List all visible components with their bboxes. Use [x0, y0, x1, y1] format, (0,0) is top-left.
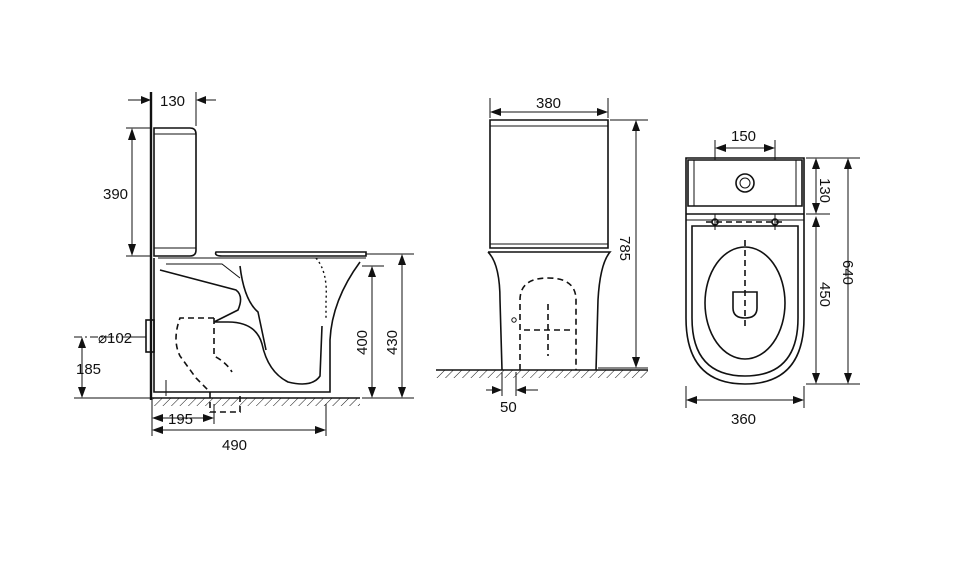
top-cistern [687, 159, 803, 207]
dim-hole-spacing: 150 [731, 128, 756, 145]
front-cistern [489, 119, 609, 249]
dim-bowl-length: 450 [816, 282, 833, 307]
dim-overall-length: 640 [839, 260, 856, 285]
front-pedestal [487, 251, 612, 371]
side-outlet-dashed-2 [213, 318, 233, 373]
side-rim-curve [239, 265, 267, 351]
floor-hatch [152, 398, 360, 406]
top-bowl-opening [704, 246, 786, 360]
dim-bowl-height: 430 [384, 330, 401, 355]
dim-front-height: 785 [616, 236, 633, 261]
dim-tank-depth: 130 [160, 93, 185, 110]
top-outline [685, 157, 805, 385]
dim-front-width: 380 [536, 95, 561, 112]
side-outlet-pipe [145, 319, 155, 353]
top-view: 150 130 450 640 360 [685, 128, 860, 428]
flush-button [735, 173, 755, 193]
dim-outlet-offset: 195 [168, 411, 193, 428]
dim-outlet-diameter: ⌀102 [98, 330, 132, 347]
side-seat [214, 251, 367, 257]
dim-tank-height: 390 [103, 186, 128, 203]
side-flush-dotted [315, 257, 327, 318]
dim-overall-width: 360 [731, 411, 756, 428]
side-outlet-dashed [175, 317, 241, 413]
side-trap [159, 269, 323, 385]
side-cistern [153, 127, 197, 257]
dim-outlet-height: 185 [76, 361, 101, 378]
dim-foot-offset: 50 [500, 399, 517, 416]
front-floor-hatch [436, 370, 648, 378]
top-drain [732, 291, 758, 319]
side-inner-rim [166, 263, 241, 279]
dim-seat-height: 400 [354, 330, 371, 355]
dim-overall-depth: 490 [222, 437, 247, 454]
front-view: 380 785 50 [436, 95, 648, 416]
dim-top-tank-depth: 130 [816, 178, 833, 203]
front-outlet-dashed [519, 277, 577, 370]
top-seat-ring [691, 225, 799, 377]
side-view: 130 390 ⌀102 185 195 490 [74, 92, 414, 454]
side-bowl-outer [153, 258, 361, 393]
